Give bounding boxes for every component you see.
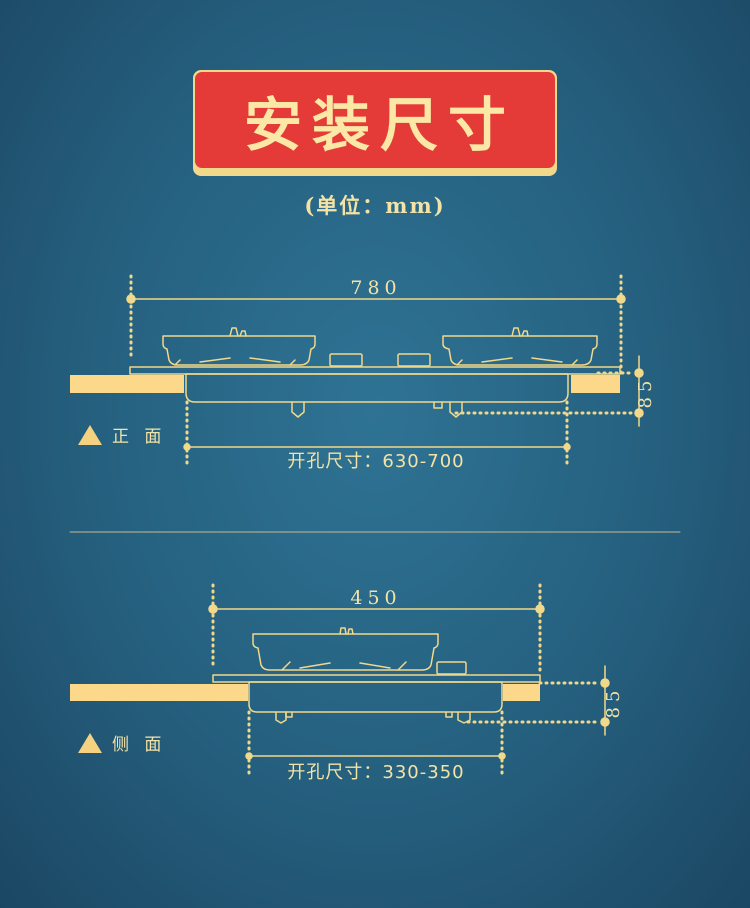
front-height-value: 85: [635, 376, 656, 409]
title-badge: 安装尺寸: [193, 70, 557, 176]
side-view-label-text: 侧 面: [112, 735, 167, 755]
side-glass-panel: [212, 674, 541, 683]
side-counter-right: [503, 684, 540, 701]
front-burner-left: [162, 335, 316, 366]
page-title: 安装尺寸: [243, 91, 516, 159]
side-cutout-dimension: [245, 710, 506, 777]
side-height-dimension: [466, 665, 610, 736]
side-foot-right: [457, 711, 471, 724]
front-knob-left: [329, 353, 363, 367]
side-width-dimension: [208, 583, 545, 674]
unit-label: (单位：mm): [304, 193, 446, 218]
front-burner-right: [442, 335, 598, 366]
front-foot-right: [449, 401, 463, 418]
side-knob: [436, 661, 467, 675]
side-body: [248, 681, 503, 713]
triangle-marker-icon: [78, 732, 102, 753]
side-view-label: 侧 面: [78, 730, 166, 755]
front-width-value: 780: [350, 277, 401, 299]
side-foot-right2: [445, 711, 453, 718]
front-cutout-dimension: [183, 400, 571, 468]
front-view-label: 正 面: [78, 422, 166, 447]
front-foot-mid: [433, 401, 443, 409]
front-body: [185, 373, 569, 403]
side-counter-left: [70, 684, 248, 701]
front-counter-right: [571, 375, 620, 393]
front-height-dimension: [454, 355, 644, 427]
front-knob-right: [397, 353, 431, 367]
front-cutout-label: 开孔尺寸：630-700: [287, 451, 464, 472]
side-burner: [252, 633, 439, 671]
triangle-marker-icon: [78, 424, 102, 445]
front-view-drawing: [70, 327, 621, 418]
side-width-value: 450: [350, 587, 401, 609]
front-width-dimension: [126, 274, 626, 376]
title-badge-inner: 安装尺寸: [195, 72, 555, 168]
front-glass-panel: [129, 366, 621, 375]
side-foot-mid: [285, 711, 293, 718]
front-counter-left: [70, 375, 184, 393]
side-view-drawing: [70, 627, 541, 724]
side-foot-left: [275, 711, 287, 724]
side-cutout-label: 开孔尺寸：330-350: [287, 762, 464, 783]
front-foot-left: [291, 401, 305, 418]
front-view-label-text: 正 面: [112, 427, 167, 447]
side-height-value: 85: [603, 686, 624, 719]
